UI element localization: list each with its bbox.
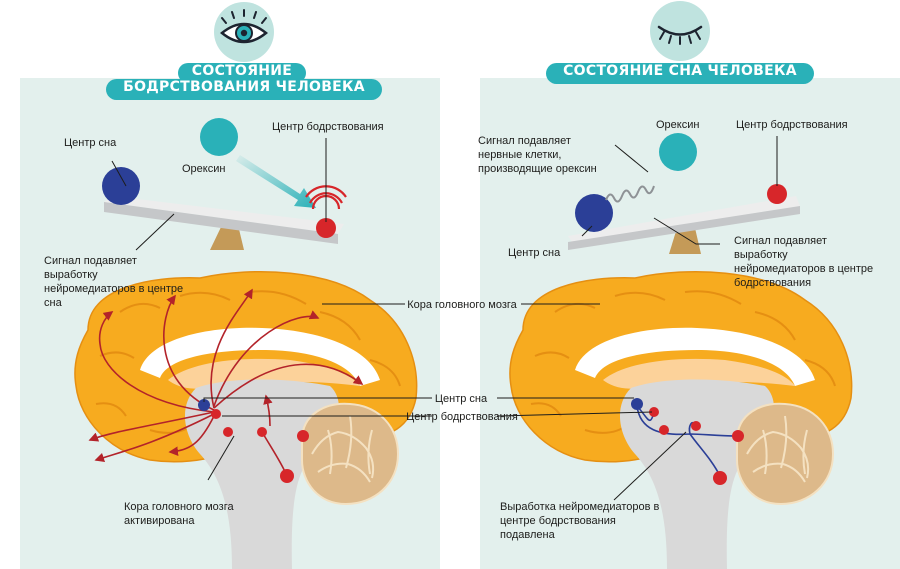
right-label-orexin: Орексин xyxy=(656,119,700,131)
sleep-center-ball xyxy=(102,167,140,205)
center-label-wake-center: Центр бодрствования xyxy=(406,411,518,423)
left-brain-sleep-center xyxy=(198,399,210,411)
teal-arrow xyxy=(236,155,316,208)
right-label-signal-suppresses: Сигнал подавляет выработку нейромедиатор… xyxy=(734,235,874,289)
left-label-signal: Сигнал подавляет выработку нейромедиатор… xyxy=(44,255,184,309)
left-title-line2: БОДРСТВОВАНИЯ ЧЕЛОВЕКА xyxy=(106,79,382,100)
open-eye-icon xyxy=(214,2,274,62)
right-title: СОСТОЯНИЕ СНА ЧЕЛОВЕКА xyxy=(546,63,814,84)
left-label-cortex-activated: Кора головного мозга активирована xyxy=(124,501,234,527)
orexin-ball-sleep xyxy=(659,133,697,171)
wake-center-ball-sleep xyxy=(767,184,787,204)
leader-lines xyxy=(111,136,778,501)
right-label-sleep-center: Центр сна xyxy=(508,247,561,259)
right-brain xyxy=(509,270,853,569)
right-seesaw xyxy=(568,133,800,254)
orexin-ball xyxy=(200,118,238,156)
left-brain xyxy=(74,270,418,569)
left-label-sleep-center: Центр сна xyxy=(64,137,117,149)
left-seesaw xyxy=(102,118,347,250)
left-label-wake-center: Центр бодрствования xyxy=(272,121,384,133)
wake-center-ball xyxy=(316,218,336,238)
closed-eye-icon xyxy=(650,1,710,61)
left-label-orexin: Орексин xyxy=(182,163,226,175)
right-label-wake-center: Центр бодрствования xyxy=(736,119,848,131)
center-label-sleep-center: Центр сна xyxy=(434,393,488,405)
right-label-signal-orexin: Сигнал подавляет нервные клетки, произво… xyxy=(478,135,597,175)
right-brain-sleep-center xyxy=(631,398,643,410)
center-label-cortex: Кора головного мозга xyxy=(407,299,517,311)
sleep-center-ball-sleep xyxy=(575,194,613,232)
left-title-line1: СОСТОЯНИЕ xyxy=(178,63,306,83)
right-label-production-suppressed: Выработка нейромедиаторов в центре бодрс… xyxy=(500,501,660,541)
